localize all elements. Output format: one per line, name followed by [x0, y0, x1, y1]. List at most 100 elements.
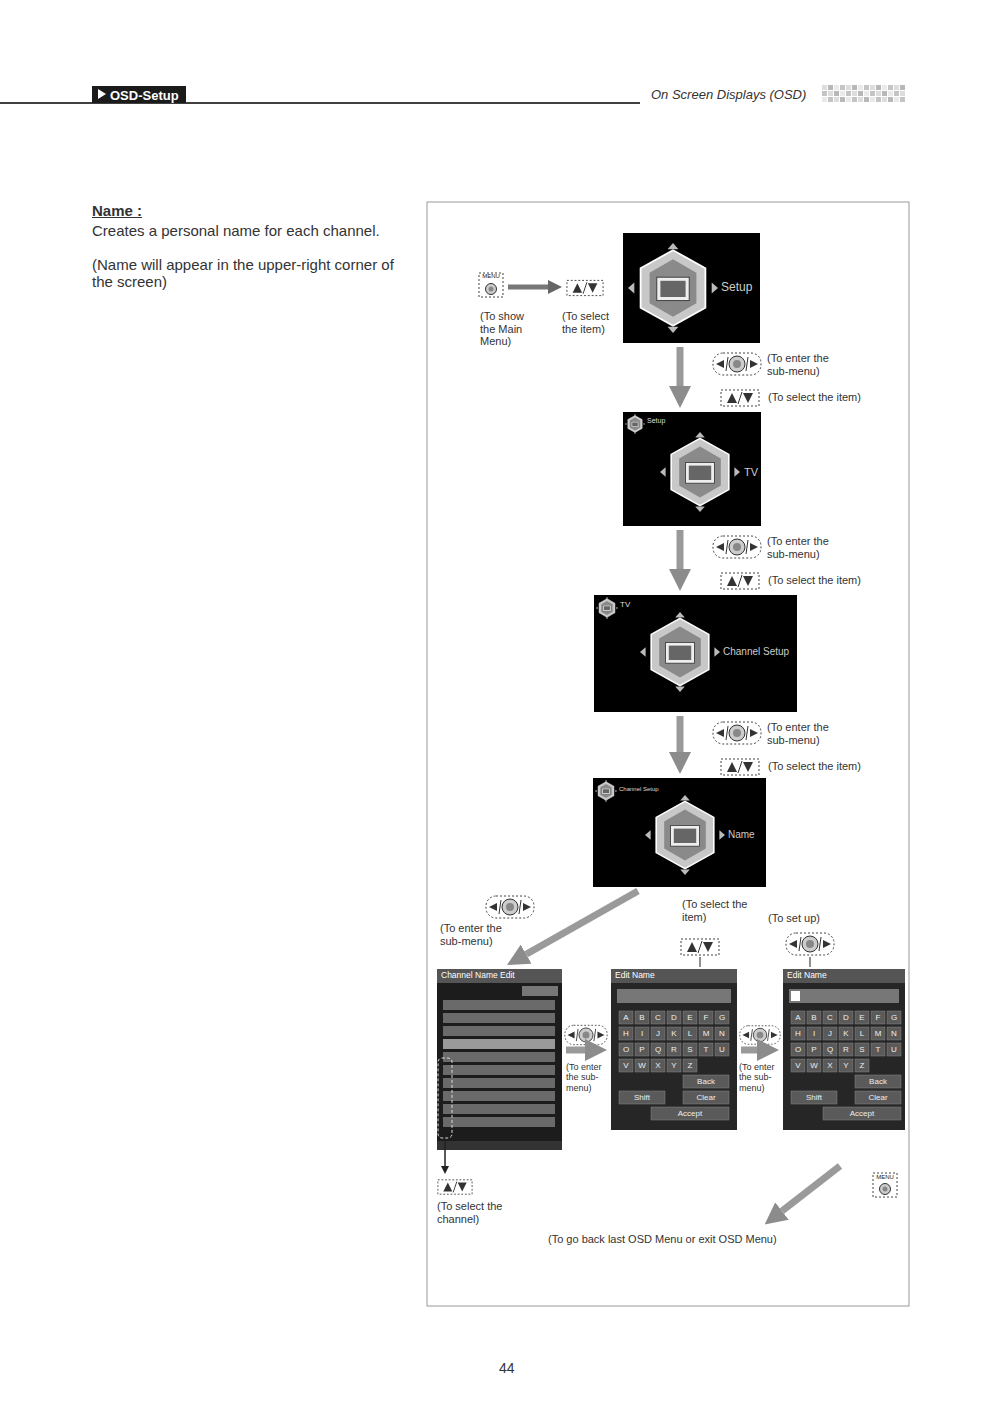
screen-ground	[611, 969, 737, 1130]
key-grid	[619, 1011, 633, 1024]
header-decoration	[900, 97, 905, 102]
caption-text: (To select the item)	[768, 760, 898, 773]
osd-screen: Channel Name Edit	[437, 969, 562, 1150]
header-decoration	[840, 97, 845, 102]
key-grid	[823, 1107, 901, 1120]
screen-ground	[437, 969, 562, 983]
screen-ground	[594, 595, 797, 712]
channel-list-rows	[443, 1013, 555, 1023]
key-label: Back	[683, 1075, 729, 1088]
remote-button-icon	[786, 933, 834, 955]
key-grid	[855, 1027, 869, 1040]
screen-ground	[623, 412, 761, 526]
key-grid	[667, 1059, 681, 1072]
header-decoration	[828, 85, 833, 90]
key-label: V	[619, 1059, 633, 1072]
header-decoration	[870, 91, 875, 96]
key-grid	[807, 1059, 821, 1072]
key-grid	[791, 1027, 805, 1040]
header-decoration	[822, 85, 905, 102]
key-label: L	[855, 1027, 869, 1040]
key-grid	[699, 1027, 713, 1040]
remote-button-icon	[740, 1026, 780, 1044]
key-grid	[635, 1043, 649, 1056]
key-label: V	[791, 1059, 805, 1072]
screen-ground	[789, 989, 899, 1003]
flow-arrow	[566, 1047, 585, 1054]
screen-ground	[437, 233, 905, 1150]
channel-list-rows	[443, 1026, 555, 1036]
key-grid	[619, 1011, 901, 1120]
key-grid	[823, 1059, 837, 1072]
key-label: C	[823, 1011, 837, 1024]
key-label: B	[807, 1011, 821, 1024]
channel-list-rows	[443, 1104, 555, 1114]
key-label: X	[651, 1059, 665, 1072]
key-grid	[807, 1011, 821, 1024]
remote-button-icon	[486, 896, 534, 918]
key-grid	[855, 1059, 869, 1072]
key-grid	[651, 1027, 665, 1040]
screen-ground	[791, 991, 800, 1001]
header-decoration	[882, 97, 887, 102]
header-decoration	[894, 97, 899, 102]
menu-cube-icon	[628, 243, 718, 333]
caption-text: (To select the item)	[768, 391, 898, 404]
header-decoration	[828, 91, 833, 96]
key-grid	[855, 1043, 869, 1056]
key-grid	[651, 1107, 729, 1120]
key-grid	[839, 1043, 853, 1056]
key-grid	[791, 1011, 805, 1024]
key-grid	[651, 1011, 665, 1024]
header-decoration	[834, 97, 839, 102]
key-label: E	[683, 1011, 697, 1024]
header-decoration	[822, 85, 827, 90]
header-decoration	[852, 97, 857, 102]
key-label: D	[667, 1011, 681, 1024]
caption-text: (To select the item)	[682, 898, 752, 923]
key-grid	[667, 1043, 681, 1056]
remote-button-icon	[438, 1180, 472, 1194]
remote-button-icon	[713, 536, 761, 558]
key-label: J	[651, 1027, 665, 1040]
header-decoration	[882, 85, 887, 90]
key-grid	[683, 1011, 697, 1024]
pointer-arrow	[444, 1140, 446, 1166]
screen-text: Channel Name Edit	[441, 971, 515, 980]
screen-text: TV	[620, 601, 630, 610]
key-grid	[683, 1043, 697, 1056]
menu-cube-icon	[625, 414, 645, 434]
channel-list-rows	[443, 1117, 555, 1127]
header-decoration	[846, 97, 851, 102]
key-grid	[715, 1027, 729, 1040]
pointer-arrow	[700, 957, 701, 967]
flow-arrow	[677, 347, 684, 386]
key-grid	[619, 1027, 633, 1040]
caption-text: Creates a personal name for each channel…	[92, 222, 380, 239]
key-grid	[839, 1027, 853, 1040]
key-grid	[791, 1091, 837, 1104]
caption-text: (To enter the sub-menu)	[767, 721, 847, 746]
key-grid	[635, 1059, 649, 1072]
key-label: S	[683, 1043, 697, 1056]
remote-button-icon	[713, 353, 761, 375]
key-label: Accept	[651, 1107, 729, 1120]
header-decoration	[864, 85, 869, 90]
key-grid	[619, 1059, 633, 1072]
key-grid	[791, 1043, 805, 1056]
key-label: Q	[651, 1043, 665, 1056]
key-label: Shift	[619, 1091, 665, 1104]
remote-button-icon	[567, 280, 603, 295]
header-decoration	[888, 97, 893, 102]
key-grid	[667, 1027, 681, 1040]
key-grid	[699, 1043, 713, 1056]
key-grid	[683, 1027, 697, 1040]
caption-text: (To go back last OSD Menu or exit OSD Me…	[548, 1233, 868, 1246]
header-decoration	[876, 97, 881, 102]
key-label: N	[887, 1027, 901, 1040]
caption-text: (To select the item)	[768, 574, 898, 587]
diagram-frame	[427, 202, 909, 1306]
screen-text: Setup	[721, 281, 752, 294]
screen-text: Name	[728, 829, 755, 840]
key-grid	[871, 1043, 885, 1056]
